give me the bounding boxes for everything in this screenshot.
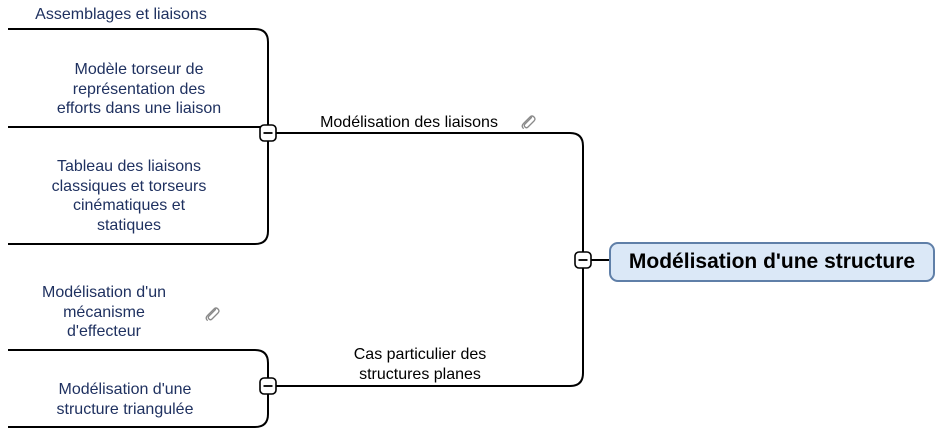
collapse-toggle-root[interactable] <box>574 251 592 269</box>
connector-branch-liaisons <box>268 132 584 260</box>
leaf-line: représentation des <box>72 80 206 98</box>
leaf-assemblages-liaisons[interactable]: Assemblages et liaisons <box>16 5 226 25</box>
leaf-line: mécanisme <box>63 303 145 321</box>
leaf-line: Assemblages et liaisons <box>35 6 207 23</box>
connector-branch-structures-planes <box>268 260 584 387</box>
central-topic-label: Modélisation d'une structure <box>628 250 916 273</box>
paperclip-icon[interactable] <box>203 305 221 323</box>
leaf-line: Modèle torseur de <box>74 61 204 78</box>
branch-line: Cas particulier des <box>353 346 487 363</box>
branch-label-liaisons[interactable]: Modélisation des liaisons <box>320 114 498 131</box>
collapse-toggle-upper[interactable] <box>259 124 277 142</box>
paperclip-icon[interactable] <box>519 113 537 131</box>
connector-leaf-tableau <box>8 133 269 245</box>
connector-leaf-mecanisme <box>8 349 269 386</box>
branch-label-structures-planes[interactable]: Cas particulier des structures planes <box>310 345 530 384</box>
leaf-line: Modélisation d'un <box>41 284 167 301</box>
leaf-line: d'effecteur <box>67 323 141 340</box>
leaf-structure-triangulee[interactable]: Modélisation d'une structure triangulée <box>16 380 234 419</box>
leaf-line: Modélisation d'une <box>58 381 192 398</box>
leaf-line: efforts dans une liaison <box>56 100 222 117</box>
leaf-line: cinématiques et <box>72 197 186 214</box>
leaf-line: classiques et torseurs <box>51 177 207 195</box>
connector-leaf-triangulee <box>8 386 269 428</box>
connector-leaf-assemblages <box>8 28 269 133</box>
branch-line: structures planes <box>359 365 481 383</box>
leaf-modele-torseur[interactable]: Modèle torseur de représentation des eff… <box>18 60 260 119</box>
leaf-line: structure triangulée <box>56 400 194 418</box>
central-topic-box[interactable] <box>609 242 935 282</box>
leaf-line: Tableau des liaisons <box>56 158 202 175</box>
leaf-tableau-liaisons[interactable]: Tableau des liaisons classiques et torse… <box>18 157 240 235</box>
leaf-modelisation-mecanisme[interactable]: Modélisation d'un mécanisme d'effecteur <box>14 283 194 342</box>
leaf-line: statiques <box>96 216 162 234</box>
collapse-toggle-lower[interactable] <box>259 377 277 395</box>
